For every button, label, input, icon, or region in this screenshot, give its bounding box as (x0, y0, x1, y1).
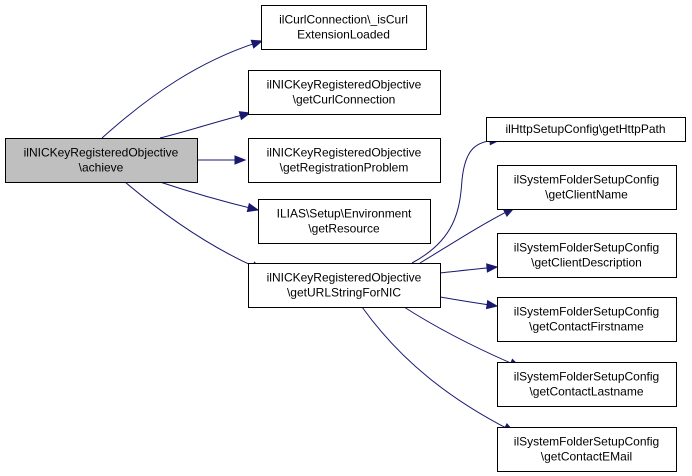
node-label-line: ilNICKeyRegisteredObjective (267, 271, 422, 285)
node-label-line: \getCurlConnection (293, 93, 396, 107)
callee-node[interactable]: ilSystemFolderSetupConfig\getClientName (497, 165, 677, 210)
edge-line (403, 306, 521, 368)
node-label-line: ILIAS\Setup\Environment (277, 207, 412, 221)
node-box (248, 70, 441, 115)
node-label-line: ilCurlConnection\_isCurl (279, 13, 408, 27)
node-box (497, 165, 677, 210)
edge-n5-n9 (439, 296, 499, 310)
edge-arrowhead (234, 155, 247, 165)
edge-arrowhead (238, 111, 252, 121)
callee-node[interactable]: ilHttpSetupConfig\getHttpPath (486, 117, 686, 142)
node-box (497, 427, 677, 472)
node-label-line: \getRegistrationProblem (280, 161, 409, 175)
node-label-line: \getContactLastname (529, 385, 643, 399)
callee-node[interactable]: ilSystemFolderSetupConfig\getClientDescr… (497, 233, 677, 278)
node-box (258, 199, 431, 244)
node-label-line: \getClientDescription (531, 256, 642, 270)
edge-line (159, 112, 251, 139)
node-label-line: \getClientName (545, 188, 628, 202)
node-label-line: ilSystemFolderSetupConfig (514, 173, 659, 187)
edge-line (419, 207, 515, 264)
node-label-line: ilNICKeyRegisteredObjective (24, 146, 179, 160)
callee-node[interactable]: ilNICKeyRegisteredObjective\getURLString… (248, 263, 441, 308)
edge-line (124, 181, 263, 271)
nodes-layer: ilNICKeyRegisteredObjective\achieveilCur… (5, 5, 686, 472)
edge-arrowhead (246, 202, 260, 213)
edge-line (159, 181, 259, 211)
root-node[interactable]: ilNICKeyRegisteredObjective\achieve (5, 138, 198, 183)
node-label-line: ilSystemFolderSetupConfig (514, 370, 659, 384)
node-label-line: ilSystemFolderSetupConfig (514, 305, 659, 319)
node-label-line: ExtensionLoaded (297, 28, 390, 42)
callee-node[interactable]: ilNICKeyRegisteredObjective\getCurlConne… (248, 70, 441, 115)
callee-node[interactable]: ILIAS\Setup\Environment\getResource (258, 199, 431, 244)
node-label-line: \getContactFirstname (529, 320, 644, 334)
node-label-line: \getURLStringForNIC (287, 286, 401, 300)
node-box (261, 5, 427, 50)
edge-line (361, 306, 515, 433)
callee-node[interactable]: ilSystemFolderSetupConfig\getContactFirs… (497, 297, 677, 342)
callee-node[interactable]: ilNICKeyRegisteredObjective\getRegistrat… (248, 138, 441, 183)
node-box (248, 263, 441, 308)
node-label-line: ilSystemFolderSetupConfig (514, 241, 659, 255)
node-box (5, 138, 198, 183)
edge-root-n2 (159, 111, 252, 139)
node-label-line: ilSystemFolderSetupConfig (514, 435, 659, 449)
node-box (497, 233, 677, 278)
edge-root-n3 (197, 155, 247, 165)
node-label-line: ilHttpSetupConfig\getHttpPath (505, 122, 665, 136)
node-box (486, 117, 686, 142)
node-label-line: \getContactEMail (541, 450, 632, 464)
node-label-line: \achieve (79, 161, 124, 175)
edge-line (101, 40, 263, 139)
callee-node[interactable]: ilSystemFolderSetupConfig\getContactEMai… (497, 427, 677, 472)
node-label-line: \getResource (308, 222, 380, 236)
edge-arrowhead (486, 263, 499, 273)
node-box (497, 362, 677, 407)
node-label-line: ilNICKeyRegisteredObjective (267, 146, 422, 160)
callee-node[interactable]: ilSystemFolderSetupConfig\getContactLast… (497, 362, 677, 407)
edge-root-n1 (101, 39, 264, 139)
node-label-line: ilNICKeyRegisteredObjective (267, 78, 422, 92)
edge-root-n4 (159, 181, 260, 213)
edge-arrowhead (485, 299, 499, 310)
edge-line (411, 139, 501, 264)
node-box (497, 297, 677, 342)
edge-arrowhead (250, 39, 264, 49)
node-box (248, 138, 441, 183)
edge-n5-n8 (439, 263, 499, 274)
